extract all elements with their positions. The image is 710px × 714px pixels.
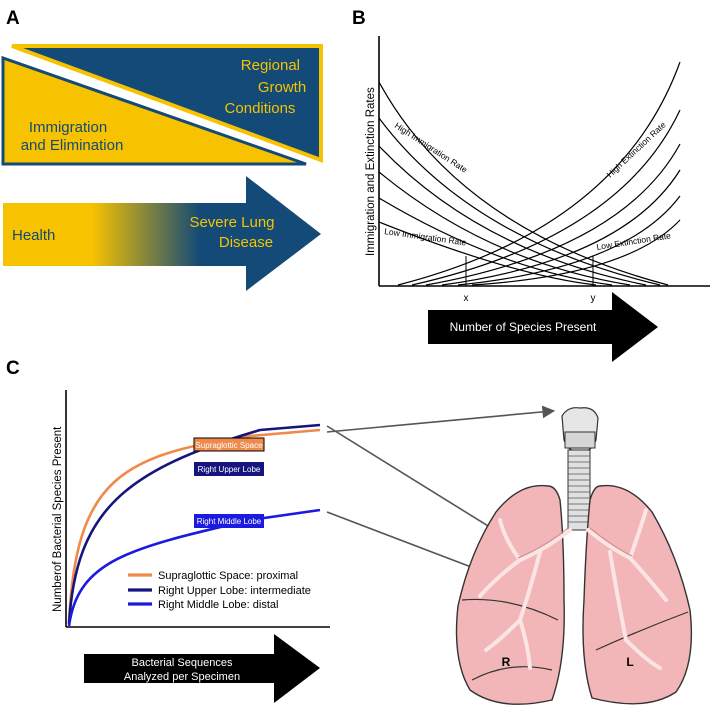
regional-growth-label-line1: Regional — [241, 57, 300, 74]
left-lung — [582, 484, 693, 705]
thyroid-cartilage — [564, 431, 596, 449]
immigration-curve-1 — [378, 81, 669, 286]
panel-b-ylabel: Immigration and Extinction Rates — [365, 87, 377, 256]
right-oblique-fissure — [471, 666, 553, 681]
immigration-curve-2 — [378, 117, 661, 286]
lungs-illustration: R L — [455, 407, 693, 705]
panel-c-legend: Supraglottic Space: proximal Right Upper… — [128, 570, 311, 611]
extinction-curve-5 — [457, 195, 681, 286]
legend-label-right-upper: Right Upper Lobe: intermediate — [158, 585, 311, 597]
tick-x-label: x — [464, 293, 469, 304]
regional-growth-label-line2: Growth — [258, 79, 306, 96]
extinction-curve-4 — [441, 169, 681, 286]
legend-label-right-middle: Right Middle Lobe: distal — [158, 599, 278, 611]
bacterial-sequences-arrow: Bacterial Sequences Analyzed per Specime… — [84, 634, 320, 703]
immigration-curve-3 — [378, 145, 647, 286]
panel-b-letter: B — [352, 8, 366, 29]
connector-supraglottic — [326, 405, 556, 433]
extinction-curve-6 — [471, 219, 681, 286]
sequences-arrow-line2: Analyzed per Specimen — [124, 671, 240, 683]
right-upper-lobe-tag-label: Right Upper Lobe — [198, 465, 261, 474]
health-label: Health — [12, 227, 55, 244]
right-middle-lobe-tag-label: Right Middle Lobe — [197, 517, 262, 526]
gradient-arrow — [3, 176, 321, 291]
right-middle-lobe-tag — [194, 514, 264, 528]
low-extinction-label: Low Extinction Rate — [596, 230, 672, 252]
extinction-curve-1 — [397, 61, 681, 286]
immigration-label-line2: and Elimination — [21, 137, 124, 154]
high-extinction-label: High Extinction Rate — [605, 119, 668, 179]
species-present-arrow: Number of Species Present — [428, 292, 658, 362]
right-fissure — [461, 598, 559, 621]
immigration-label-line1: Immigration — [29, 119, 107, 136]
severe-disease-label-line2: Disease — [219, 234, 273, 251]
sequences-arrow-line1: Bacterial Sequences — [132, 657, 233, 669]
right-lung — [455, 484, 565, 705]
tick-y-label: y — [591, 293, 596, 304]
panel-c-letter: C — [6, 358, 20, 379]
extinction-curve-2 — [411, 109, 681, 286]
legend-label-supraglottic: Supraglottic Space: proximal — [158, 570, 298, 582]
immigration-curve-6 — [378, 221, 597, 286]
panel-c-plot: Numberof Bacterial Species Present Supra… — [52, 390, 330, 628]
immigration-triangle — [1, 55, 307, 166]
bronchial-outline — [517, 527, 633, 559]
extinction-curve-3 — [425, 143, 681, 286]
right-upper-lobe-tag — [194, 462, 264, 476]
supraglottic-tag-label: Supraglottic Space — [195, 441, 263, 450]
growth-triangle — [11, 44, 323, 163]
regional-growth-label-line3: Conditions — [225, 100, 296, 117]
panel-a-letter: A — [6, 8, 20, 29]
low-immigration-label: Low Immigration Rate — [384, 226, 468, 247]
trachea-rings — [568, 455, 590, 523]
sequences-arrow-shape — [84, 634, 320, 703]
supraglottic-tag — [193, 437, 265, 452]
right-lung-label: R — [502, 655, 511, 669]
left-lung-label: L — [626, 655, 633, 669]
left-fissure — [595, 611, 689, 651]
panel-b-plot: Immigration and Extinction Rates x y Hig… — [365, 36, 710, 304]
immigration-curve-4 — [378, 171, 631, 286]
panel-c-ylabel: Numberof Bacterial Species Present — [52, 426, 64, 612]
panel-a-triangles: Regional Growth Conditions Immigration a… — [1, 44, 325, 166]
health-disease-arrow: Health Severe Lung Disease — [3, 176, 321, 291]
severe-disease-label-line1: Severe Lung — [189, 214, 274, 231]
immigration-curve-5 — [378, 197, 613, 286]
species-arrow-label: Number of Species Present — [450, 320, 597, 334]
species-arrow-shape — [428, 292, 658, 362]
high-immigration-label: High Immigration Rate — [393, 120, 470, 175]
bronchial-tree — [478, 508, 668, 670]
